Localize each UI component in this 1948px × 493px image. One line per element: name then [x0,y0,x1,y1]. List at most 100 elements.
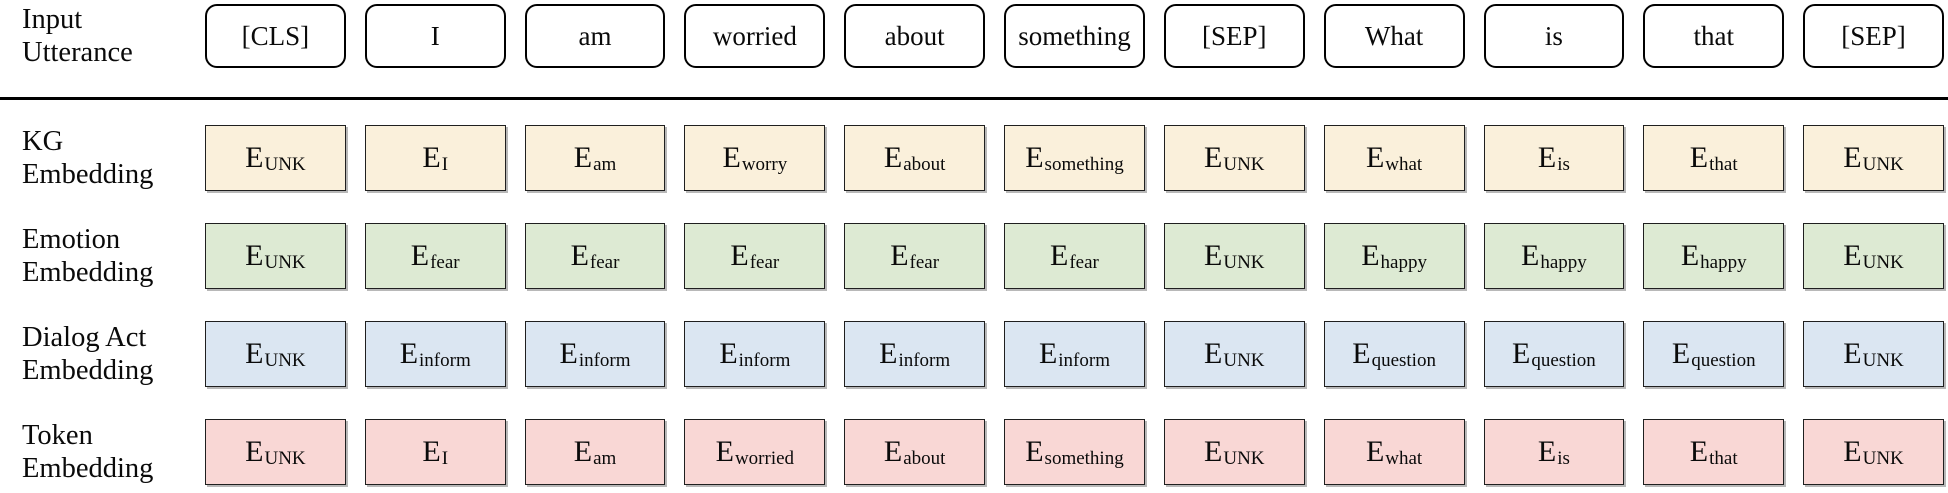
embedding-subscript: UNK [264,153,306,175]
row-label-line: Embedding [22,453,154,484]
embedding-subscript: UNK [1223,349,1265,371]
embedding-symbol: E [1512,337,1531,370]
embedding-symbol: E [1050,239,1069,272]
embedding-subscript: happy [1380,251,1427,273]
embedding-subscript: something [1044,153,1124,175]
input-token-box: What [1323,4,1465,68]
embedding-symbol: E [422,435,441,468]
embedding-symbol: E [715,435,734,468]
row-label-line: Utterance [22,37,133,68]
input-token-box: that [1643,4,1785,68]
embedding-subscript: UNK [1223,447,1265,469]
embedding-subscript: fear [1069,251,1099,273]
row-label-line: Input [22,3,83,35]
embedding-subscript: is [1557,447,1570,469]
dialog-act-embedding-label: Dialog Act Embedding [0,321,205,387]
embedding-symbol: E [1843,435,1862,468]
embedding-symbol: E [570,239,589,272]
embedding-symbol: E [410,239,430,272]
embedding-symbol: E [1689,435,1709,468]
input-token-box: [CLS] [205,4,346,68]
embedding-subscript: UNK [264,447,306,469]
embedding-symbol: E [890,239,909,272]
input-token-box: is [1483,4,1625,68]
embedding-symbol: E [1365,141,1385,174]
embedding-symbol: E [422,141,441,174]
embedding-symbol: E [245,141,264,174]
embedding-symbol: E [573,141,593,174]
embedding-subscript: UNK [1223,251,1265,273]
embedding-subscript: UNK [1862,251,1904,273]
row-label-line: Embedding [22,257,154,288]
embedding-subscript: UNK [1223,153,1265,175]
embedding-symbol: E [719,337,738,370]
embedding-symbol: E [1204,239,1223,272]
row-label-line: Embedding [22,355,154,386]
embedding-subscript: worried [734,447,795,469]
embedding-subscript: I [441,447,449,469]
embedding-symbol: E [1352,337,1371,370]
embedding-subscript: fear [749,251,780,273]
embedding-subscript: I [441,153,449,175]
embedding-subscript: inform [1058,349,1110,371]
embedding-subscript: UNK [1862,349,1904,371]
embedding-symbol: E [245,239,264,272]
embedding-symbol: E [1204,337,1223,370]
embedding-symbol: E [1361,239,1380,272]
token-embedding-label: Token Embedding [0,419,205,485]
embedding-symbol: E [730,239,749,272]
embedding-symbol: E [399,337,419,370]
embedding-symbol: E [245,337,264,370]
embedding-symbol: E [1521,239,1540,272]
input-token-box: worried [684,4,826,68]
embedding-symbol: E [1204,435,1223,468]
embedding-symbol: E [879,337,898,370]
embedding-subscript: question [1371,349,1436,371]
embedding-subscript: what [1385,153,1423,175]
embedding-subscript: UNK [264,349,306,371]
input-token-box: [SEP] [1803,4,1944,68]
row-label-line: Emotion [22,223,121,255]
embedding-subscript: something [1044,447,1124,469]
embedding-symbol: E [1038,337,1058,370]
embedding-symbol: E [1671,337,1691,370]
